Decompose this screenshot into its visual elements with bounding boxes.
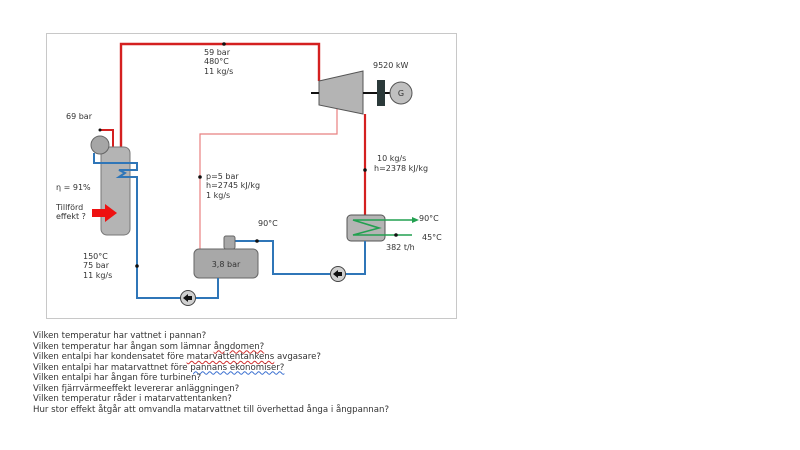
generator xyxy=(389,81,413,105)
question-line: Vilken temperatur har vattnet i pannan? xyxy=(33,331,389,342)
heat-input-arrow xyxy=(92,204,117,222)
condensate-pipe-2 xyxy=(235,240,330,275)
feedwater-pump xyxy=(180,290,196,306)
question-text: avgasare? xyxy=(274,352,321,362)
district-flow: 382 t/h xyxy=(386,243,415,252)
feedwater-pipe xyxy=(196,278,219,299)
question-line: Vilken entalpi har matarvattnet före pan… xyxy=(33,363,389,374)
measure-point xyxy=(222,42,226,46)
diagram-canvas: G 3,8 bar 59 bar 480°C 11 kg/s 9520 kW 6… xyxy=(55,42,442,306)
live-steam-pressure: 59 bar xyxy=(204,48,231,57)
supply-arrow xyxy=(412,217,419,223)
drum-pressure: 69 bar xyxy=(66,112,93,121)
exhaust-enthalpy: h=2378 kJ/kg xyxy=(374,164,428,173)
feedwater-temp: 150°C xyxy=(83,252,108,261)
measure-point xyxy=(98,128,102,132)
question-text: Vilken temperatur har ångan som lämnar xyxy=(33,341,214,352)
exhaust-flow: 10 kg/s xyxy=(377,154,406,163)
turbine xyxy=(318,70,364,115)
generator-power: 9520 kW xyxy=(373,61,409,70)
condensate-pump xyxy=(330,266,346,282)
feedwater-flow: 11 kg/s xyxy=(83,271,112,280)
question-text: Vilken temperatur råder i matarvattentan… xyxy=(33,394,232,404)
feedwater-pressure: 75 bar xyxy=(83,261,110,270)
live-steam-temp: 480°C xyxy=(204,57,229,66)
heat-input-label-1: Tillförd xyxy=(55,203,83,212)
boiler-efficiency: η = 91% xyxy=(56,183,91,192)
live-steam-flow: 11 kg/s xyxy=(204,67,233,76)
question-text: Vilken entalpi har matarvattnet före xyxy=(33,362,191,373)
question-text: Vilken entalpi har ångan före turbinen? xyxy=(33,373,202,383)
boiler xyxy=(100,146,131,236)
bleed-steam-pipe xyxy=(199,106,338,269)
boiler-water-pipe xyxy=(93,153,181,299)
measure-point xyxy=(363,168,367,172)
measure-point xyxy=(394,233,398,237)
feedwater-tank xyxy=(193,248,259,279)
bleed-enthalpy: h=2745 kJ/kg xyxy=(206,181,260,190)
heat-input-label-2: effekt ? xyxy=(56,212,86,221)
bleed-pressure: p=5 bar xyxy=(206,172,239,181)
question-text: Vilken fjärrvärmeeffekt levererar anlägg… xyxy=(33,383,240,394)
live-steam-pipe xyxy=(119,42,321,151)
spellcheck-word[interactable]: ångdomen? xyxy=(213,341,265,352)
question-line: Vilken temperatur råder i matarvattentan… xyxy=(33,394,389,405)
tank-pressure: 3,8 bar xyxy=(212,260,241,269)
question-line: Vilken entalpi har kondensatet före mata… xyxy=(33,352,389,363)
spellcheck-word[interactable]: pannans ekonomiser? xyxy=(190,362,285,373)
bleed-flow: 1 kg/s xyxy=(206,191,230,200)
process-diagram: G 3,8 bar 59 bar 480°C 11 kg/s 9520 kW 6… xyxy=(46,33,457,319)
district-coil xyxy=(352,219,412,236)
question-text: Hur stor effekt åtgår att omvandla matar… xyxy=(33,404,390,415)
district-return-temp: 45°C xyxy=(422,233,442,242)
question-text: Vilken temperatur har vattnet i pannan? xyxy=(33,331,207,341)
measure-point xyxy=(198,175,202,179)
question-line: Hur stor effekt åtgår att omvandla matar… xyxy=(33,405,389,416)
question-line: Vilken temperatur har ångan som lämnar å… xyxy=(33,342,389,353)
question-line: Vilken fjärrvärmeeffekt levererar anlägg… xyxy=(33,384,389,395)
deaerator-dome xyxy=(223,235,236,250)
coupling xyxy=(377,80,385,106)
district-supply-temp: 90°C xyxy=(419,214,439,223)
spellcheck-word[interactable]: matarvattentankens xyxy=(186,352,275,362)
question-line: Vilken entalpi har ångan före turbinen? xyxy=(33,373,389,384)
measure-point xyxy=(255,239,259,243)
question-list: Vilken temperatur har vattnet i pannan?V… xyxy=(33,331,389,415)
condensate-temp: 90°C xyxy=(258,219,278,228)
measure-point xyxy=(135,264,139,268)
generator-symbol: G xyxy=(398,89,404,98)
condensate-pipe xyxy=(346,241,366,275)
question-text: Vilken entalpi har kondensatet före xyxy=(33,352,187,362)
steam-drum xyxy=(90,135,110,155)
